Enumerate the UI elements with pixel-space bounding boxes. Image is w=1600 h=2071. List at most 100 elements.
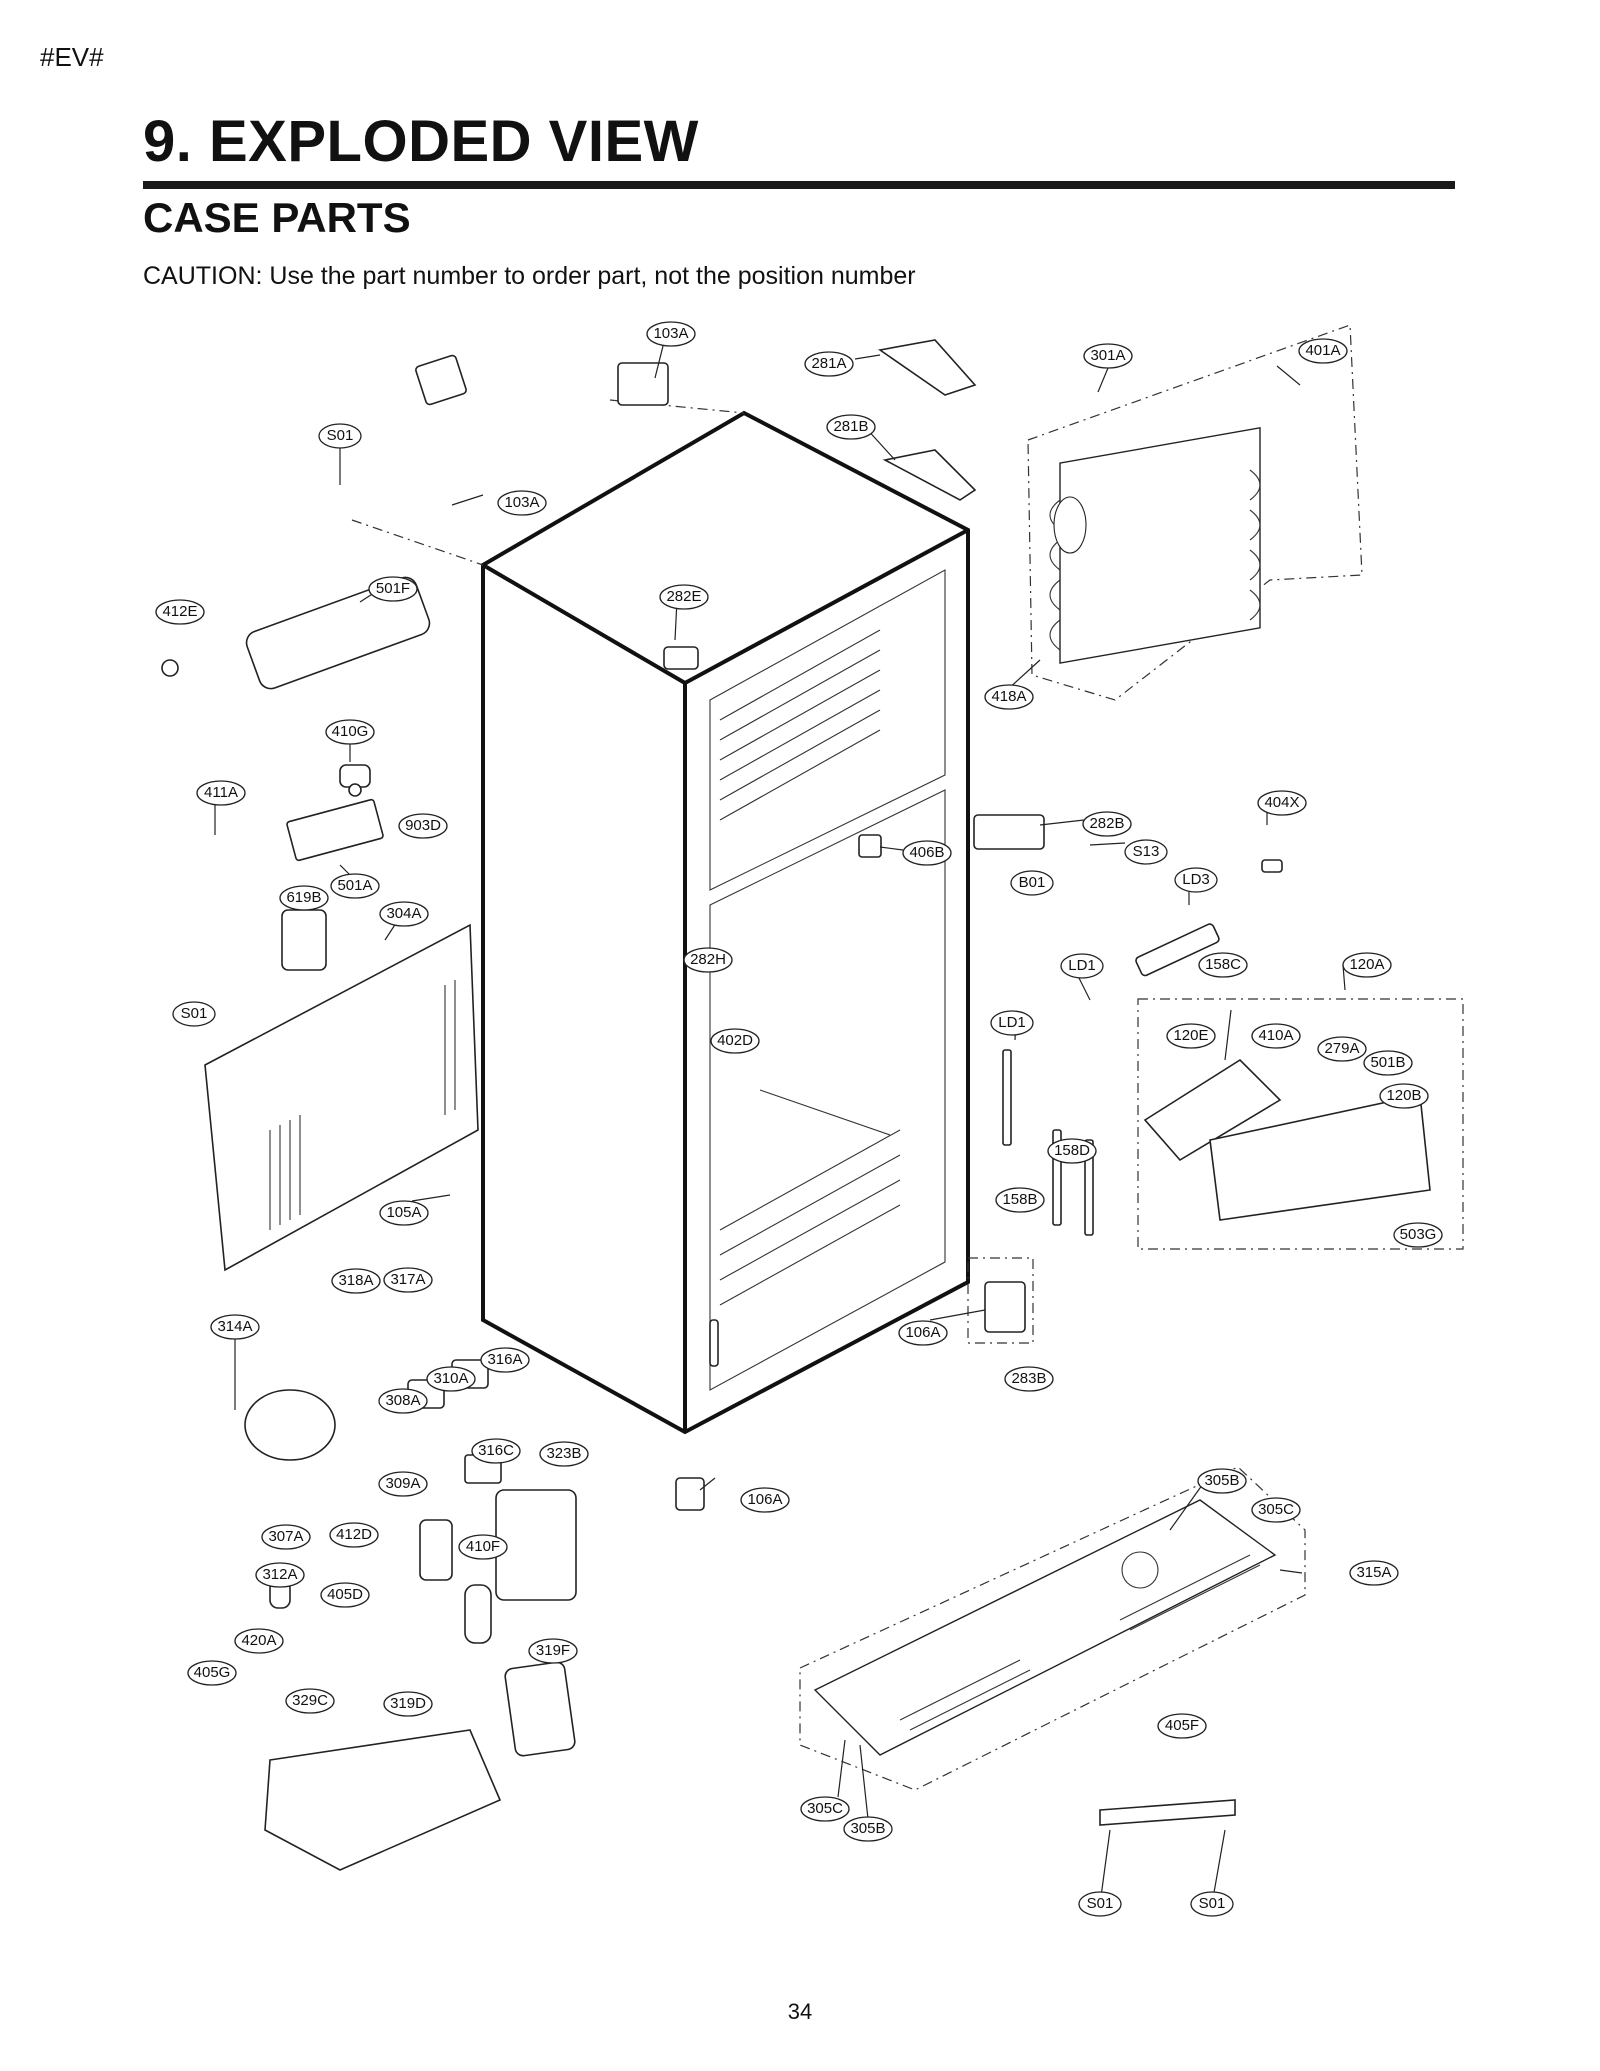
callout: 158B	[995, 1187, 1045, 1213]
svg-text:103A: 103A	[653, 325, 688, 342]
callout: 315A	[1349, 1560, 1399, 1586]
callout: 412D	[329, 1522, 379, 1548]
svg-text:402D: 402D	[717, 1032, 753, 1049]
callout: LD3	[1174, 867, 1218, 893]
parts-drawings	[161, 339, 1431, 1871]
svg-text:158D: 158D	[1054, 1142, 1090, 1159]
svg-text:410F: 410F	[466, 1538, 500, 1555]
svg-text:281B: 281B	[833, 418, 868, 435]
callout: 501F	[368, 576, 418, 602]
callout: 158C	[1198, 952, 1248, 978]
callout: 317A	[383, 1267, 433, 1293]
callout: 304A	[379, 901, 429, 927]
svg-text:158C: 158C	[1205, 956, 1241, 973]
svg-text:404X: 404X	[1264, 794, 1299, 811]
svg-text:314A: 314A	[217, 1318, 252, 1335]
evaporator-drawing	[1049, 427, 1261, 664]
svg-text:301A: 301A	[1090, 347, 1125, 364]
svg-text:323B: 323B	[546, 1445, 581, 1462]
svg-text:310A: 310A	[433, 1370, 468, 1387]
callout: 305B	[1197, 1468, 1247, 1494]
callout: 418A	[984, 684, 1034, 710]
svg-text:319D: 319D	[390, 1695, 426, 1712]
callout: 308A	[378, 1388, 428, 1414]
svg-text:105A: 105A	[386, 1204, 421, 1221]
callout: S13	[1124, 839, 1168, 865]
svg-text:LD1: LD1	[1068, 957, 1096, 974]
callout: LD1	[1060, 953, 1104, 979]
svg-text:120B: 120B	[1386, 1087, 1421, 1104]
callout: 405G	[187, 1660, 237, 1686]
svg-text:282E: 282E	[666, 588, 701, 605]
svg-text:283B: 283B	[1011, 1370, 1046, 1387]
svg-text:405F: 405F	[1165, 1717, 1199, 1734]
callout: 120B	[1379, 1083, 1429, 1109]
callout: 402D	[710, 1028, 760, 1054]
callout: 316A	[480, 1347, 530, 1373]
callout: 318A	[331, 1268, 381, 1294]
callout: 282H	[683, 947, 733, 973]
side-panel-drawing	[204, 923, 479, 1272]
svg-text:315A: 315A	[1356, 1564, 1391, 1581]
svg-text:B01: B01	[1019, 874, 1046, 891]
svg-text:319F: 319F	[536, 1642, 570, 1659]
callout: 305B	[843, 1816, 893, 1842]
callout: 903D	[398, 813, 448, 839]
callout: 404X	[1257, 790, 1307, 816]
callout: 106A	[740, 1487, 790, 1513]
svg-text:279A: 279A	[1324, 1040, 1359, 1057]
callout: 501A	[330, 873, 380, 899]
callout: 410G	[325, 719, 375, 745]
svg-text:316A: 316A	[487, 1351, 522, 1368]
callout: S01	[172, 1001, 216, 1027]
callout: S01	[1190, 1891, 1234, 1917]
svg-text:S01: S01	[327, 427, 354, 444]
callout: 305C	[1251, 1497, 1301, 1523]
svg-text:405G: 405G	[194, 1664, 231, 1681]
svg-text:501F: 501F	[376, 580, 410, 597]
callout: 310A	[426, 1366, 476, 1392]
svg-text:411A: 411A	[204, 784, 238, 801]
svg-text:281A: 281A	[811, 355, 846, 372]
callout: 307A	[261, 1524, 311, 1550]
svg-text:412E: 412E	[162, 603, 197, 620]
svg-text:S13: S13	[1133, 843, 1160, 860]
callout: 305C	[800, 1796, 850, 1822]
svg-text:619B: 619B	[286, 889, 321, 906]
section-title: 9. EXPLODED VIEW	[143, 109, 699, 174]
callout: 282E	[659, 584, 709, 610]
svg-text:405D: 405D	[327, 1586, 363, 1603]
svg-text:120E: 120E	[1173, 1027, 1208, 1044]
callout: 120E	[1166, 1023, 1216, 1049]
callout: 158D	[1047, 1138, 1097, 1164]
cabinet-drawing	[481, 410, 970, 1435]
callout: 283B	[1004, 1366, 1054, 1392]
callout-labels: 103A 281A 301A 401A S01 281B 103A 412E 5…	[155, 321, 1443, 1917]
callout: 103A	[646, 321, 696, 347]
callout: 301A	[1083, 343, 1133, 369]
callout: 410F	[458, 1534, 508, 1560]
svg-text:106A: 106A	[905, 1324, 940, 1341]
svg-text:317A: 317A	[390, 1271, 425, 1288]
callout: 279A	[1317, 1036, 1367, 1062]
svg-text:305B: 305B	[1204, 1472, 1239, 1489]
callout: 281A	[804, 351, 854, 377]
svg-text:501A: 501A	[337, 877, 372, 894]
callout: 281B	[826, 414, 876, 440]
svg-text:305C: 305C	[807, 1800, 843, 1817]
base-plate-drawing	[813, 1499, 1277, 1756]
svg-text:503G: 503G	[1400, 1226, 1437, 1243]
svg-text:309A: 309A	[385, 1475, 420, 1492]
base-plate-outline	[799, 1466, 1306, 1791]
svg-text:120A: 120A	[1349, 956, 1384, 973]
svg-text:307A: 307A	[268, 1528, 303, 1545]
svg-text:329C: 329C	[292, 1692, 328, 1709]
svg-text:103A: 103A	[504, 494, 539, 511]
subtitle: CASE PARTS	[143, 194, 411, 241]
svg-text:282B: 282B	[1089, 815, 1124, 832]
callout: 319D	[383, 1691, 433, 1717]
svg-text:305C: 305C	[1258, 1501, 1294, 1518]
svg-text:S01: S01	[181, 1005, 208, 1022]
control-box-group-outline	[1137, 998, 1464, 1250]
